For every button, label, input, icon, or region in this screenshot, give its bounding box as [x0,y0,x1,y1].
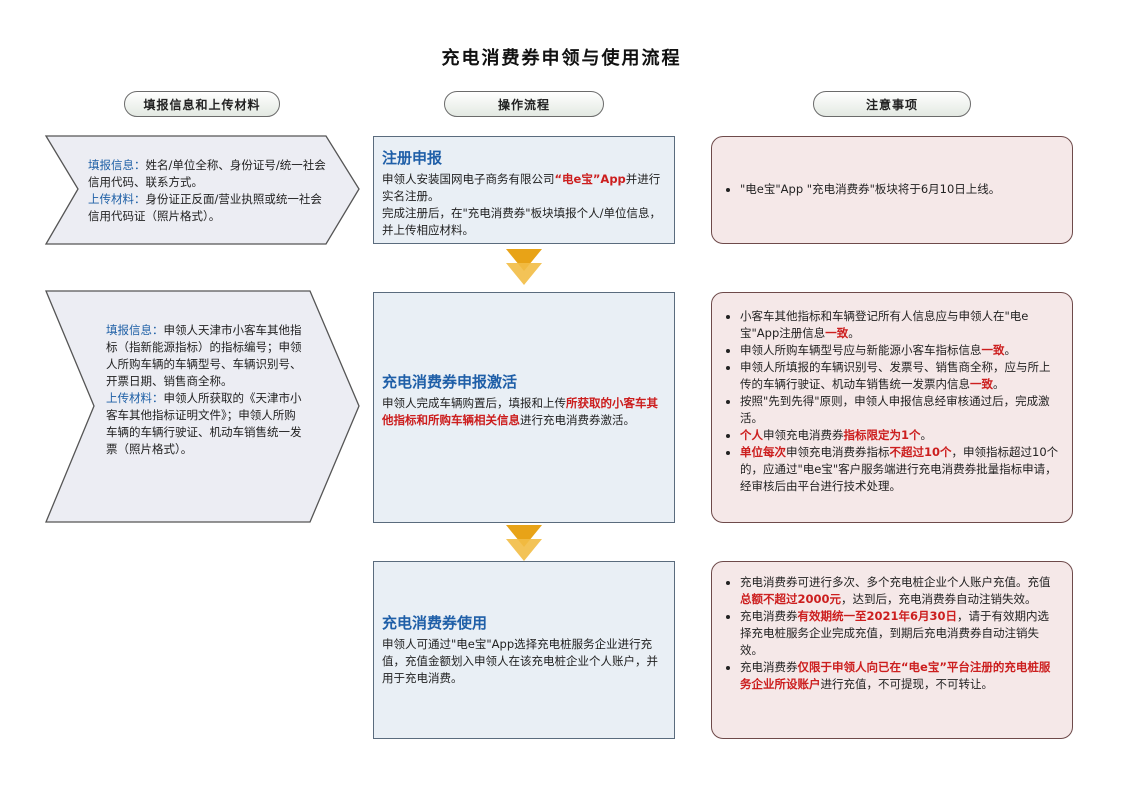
step-text: 申领人安装国网电子商务有限公司“电e宝”App并进行实名注册。 [382,172,661,203]
fill-text: 姓名/单位全称、身份证号/统一社会信用代码、联系方式。 [88,158,326,189]
fill-text: 申领人天津市小客车其他指标（指新能源指标）的指标编号；申领人所购车辆的车辆型号、… [106,323,302,388]
note-item: 充电消费券有效期统一至2021年6月30日，请于有效期内选择充电桩服务企业完成充… [740,608,1060,659]
step-text: 申领人完成车辆购置后，填报和上传所获取的小客车其他指标和所购车辆相关信息进行充电… [382,396,658,427]
fill-label: 填报信息： [106,323,164,337]
note-item: 单位每次申领充电消费券指标不超过10个，申领指标超过10个的，应通过"电e宝"客… [740,444,1060,495]
left-panel-1-text: 填报信息：姓名/单位全称、身份证号/统一社会信用代码、联系方式。 上传材料：身份… [88,157,326,225]
left-panel-2-text: 填报信息：申领人天津市小客车其他指标（指新能源指标）的指标编号；申领人所购车辆的… [106,322,306,458]
upload-text: 申领人所获取的《天津市小客车其他指标证明文件》；申领人所购车辆的车辆行驶证、机动… [106,391,302,456]
upload-label: 上传材料： [106,391,164,405]
left-chevron-panel-2 [45,290,360,523]
step-box-register: 注册申报 申领人安装国网电子商务有限公司“电e宝”App并进行实名注册。 完成注… [373,136,675,244]
column-header-left: 填报信息和上传材料 [124,91,280,117]
left-chevron-panel-1 [44,135,360,245]
upload-text: 身份证正反面/营业执照或统一社会信用代码证（照片格式）。 [88,192,322,223]
step-title: 充电消费券使用 [382,614,488,632]
note-item: 小客车其他指标和车辆登记所有人信息应与申领人在"电e宝"App注册信息一致。 [740,308,1060,342]
upload-label: 上传材料： [88,192,146,206]
step-text: 申领人可通过"电e宝"App选择充电桩服务企业进行充值，充值金额划入申领人在该充… [382,637,658,685]
page-title: 充电消费券申领与使用流程 [441,48,682,69]
down-arrow-icon [506,525,542,561]
column-header-center: 操作流程 [444,91,604,117]
step-text: 完成注册后，在"充电消费券"板块填报个人/单位信息，并上传相应材料。 [382,206,661,237]
fill-label: 填报信息： [88,158,146,172]
step-title: 充电消费券申报激活 [382,373,518,391]
step-title: 注册申报 [382,149,443,167]
note-item: 按照"先到先得"原则，申领人申报信息经审核通过后，完成激活。 [740,393,1060,427]
down-arrow-icon [506,249,542,285]
column-header-right: 注意事项 [813,91,971,117]
note-item: "电e宝"App "充电消费券"板块将于6月10日上线。 [740,181,1060,198]
note-item: 个人申领充电消费券指标限定为1个。 [740,427,1060,444]
notes-box-register: "电e宝"App "充电消费券"板块将于6月10日上线。 [711,136,1073,244]
note-item: 充电消费券可进行多次、多个充电桩企业个人账户充值。充值总额不超过2000元，达到… [740,574,1060,608]
step-box-use: 充电消费券使用 申领人可通过"电e宝"App选择充电桩服务企业进行充值，充值金额… [373,561,675,739]
notes-box-activate: 小客车其他指标和车辆登记所有人信息应与申领人在"电e宝"App注册信息一致。 申… [711,292,1073,523]
note-item: 申领人所购车辆型号应与新能源小客车指标信息一致。 [740,342,1060,359]
note-item: 申领人所填报的车辆识别号、发票号、销售商全称，应与所上传的车辆行驶证、机动车销售… [740,359,1060,393]
step-box-activate: 充电消费券申报激活 申领人完成车辆购置后，填报和上传所获取的小客车其他指标和所购… [373,292,675,523]
note-item: 充电消费券仅限于申领人向已在“电e宝”平台注册的充电桩服务企业所设账户进行充值，… [740,659,1060,693]
notes-box-use: 充电消费券可进行多次、多个充电桩企业个人账户充值。充值总额不超过2000元，达到… [711,561,1073,739]
